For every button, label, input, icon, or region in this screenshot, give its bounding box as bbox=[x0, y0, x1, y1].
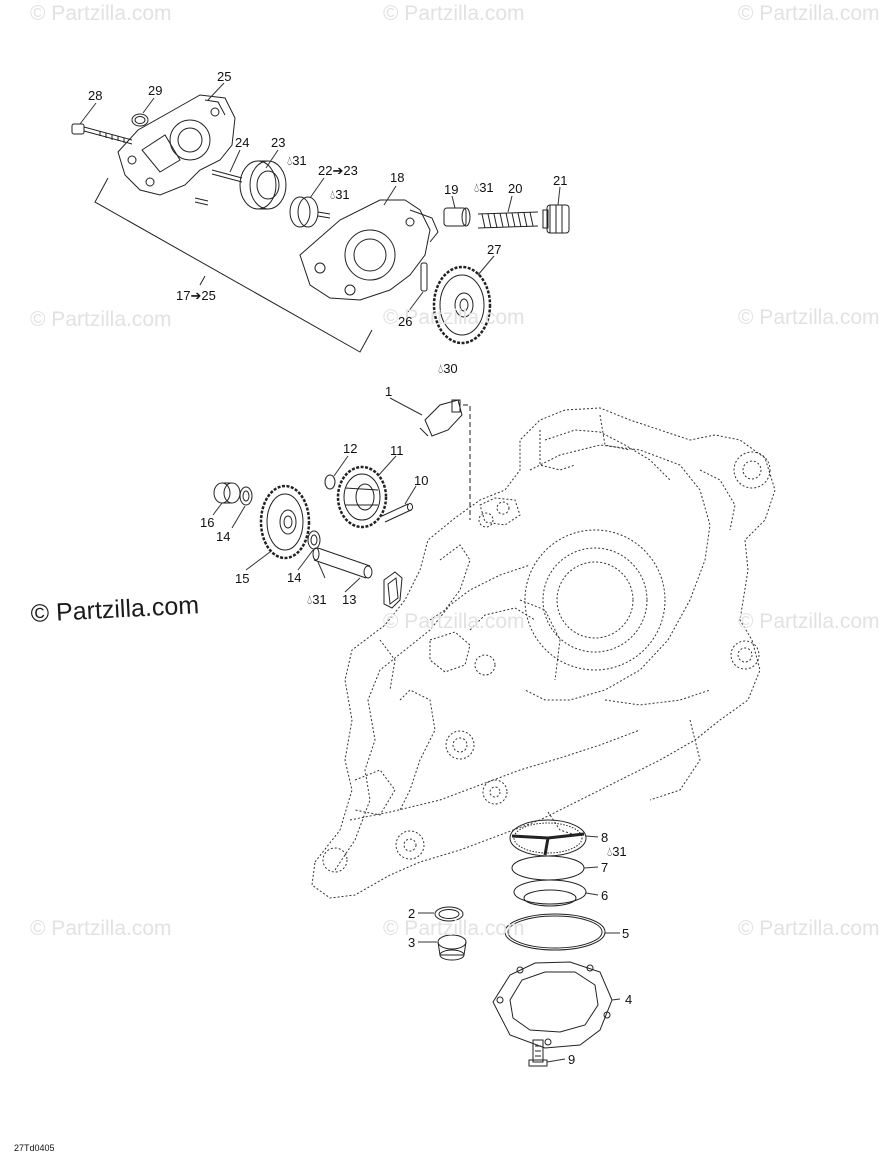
callout-27: 27 bbox=[487, 242, 502, 257]
bolt-9 bbox=[528, 1039, 548, 1067]
callout-17: 17➔25 bbox=[176, 288, 216, 303]
plug-screw-21 bbox=[542, 204, 570, 234]
watermark: © Partzilla.com bbox=[383, 917, 525, 940]
callout-14-b: 14 bbox=[287, 570, 302, 585]
callout-23: 23 bbox=[271, 135, 286, 150]
bushing-16 bbox=[213, 482, 241, 504]
oil-pump-cover-25 bbox=[117, 94, 236, 196]
callout-31-c: 💧︎31 bbox=[474, 180, 494, 195]
callout-19: 19 bbox=[444, 182, 459, 197]
gasket-7 bbox=[511, 855, 585, 881]
shaft-13 bbox=[312, 547, 373, 579]
callout-25: 25 bbox=[217, 69, 232, 84]
callout-24: 24 bbox=[235, 135, 250, 150]
callout-22: 22➔23 bbox=[318, 163, 358, 178]
drain-plug-3 bbox=[437, 934, 467, 961]
callout-31-d: 💧︎31 bbox=[307, 592, 327, 607]
bolt-28 bbox=[71, 123, 133, 145]
gear-11 bbox=[336, 465, 388, 529]
callout-8: 8 bbox=[601, 830, 609, 845]
washer-14a bbox=[239, 486, 253, 506]
oil-drop-icon: 💧︎ bbox=[287, 153, 293, 168]
oring-29 bbox=[131, 113, 149, 127]
callout-3: 3 bbox=[408, 935, 416, 950]
callout-16: 16 bbox=[200, 515, 215, 530]
callout-6: 6 bbox=[601, 888, 609, 903]
callout-21: 21 bbox=[553, 173, 568, 188]
callout-9: 9 bbox=[568, 1052, 576, 1067]
callout-26: 26 bbox=[398, 314, 413, 329]
callout-11: 11 bbox=[390, 443, 404, 458]
plunger-19 bbox=[443, 207, 471, 227]
spring-20 bbox=[477, 211, 539, 229]
oring-5 bbox=[504, 913, 606, 951]
oil-pressure-switch-1 bbox=[419, 399, 463, 437]
outer-rotor-23 bbox=[239, 160, 287, 210]
cup-6 bbox=[513, 879, 587, 907]
seal-ring bbox=[383, 571, 403, 609]
oil-pump-body-18 bbox=[299, 199, 439, 301]
strainer-8 bbox=[509, 819, 587, 857]
shaft-10 bbox=[381, 503, 413, 523]
callout-12: 12 bbox=[343, 441, 358, 456]
callout-2: 2 bbox=[408, 906, 416, 921]
callout-10: 10 bbox=[414, 473, 429, 488]
callout-31-b: 💧︎31 bbox=[330, 187, 350, 202]
drawing-code: 27Td0405 bbox=[14, 1143, 55, 1153]
oil-drop-icon: 💧︎ bbox=[330, 187, 336, 202]
callout-15: 15 bbox=[235, 571, 250, 586]
callout-30: 💧︎30 bbox=[438, 361, 458, 376]
watermark: © Partzilla.com bbox=[383, 306, 525, 329]
circlip-12 bbox=[324, 474, 336, 490]
callout-13: 13 bbox=[342, 592, 357, 607]
oil-drop-icon: 💧︎ bbox=[307, 592, 313, 607]
assembly-bracket bbox=[94, 177, 373, 353]
watermark: © Partzilla.com bbox=[738, 917, 880, 940]
watermark: © Partzilla.com bbox=[738, 306, 880, 329]
callout-5: 5 bbox=[622, 926, 630, 941]
leader-lines bbox=[79, 82, 621, 1063]
crankcase bbox=[311, 407, 776, 899]
watermark: © Partzilla.com bbox=[738, 2, 880, 25]
gear-15 bbox=[259, 484, 311, 560]
callout-28: 28 bbox=[88, 88, 103, 103]
inner-rotor-22 bbox=[289, 196, 331, 228]
callout-1: 1 bbox=[385, 384, 393, 399]
oil-drop-icon: 💧︎ bbox=[607, 844, 613, 859]
watermark: © Partzilla.com bbox=[738, 610, 880, 633]
pin-26 bbox=[420, 262, 428, 292]
callout-20: 20 bbox=[508, 181, 523, 196]
pin-24 bbox=[211, 169, 243, 183]
watermark: © Partzilla.com bbox=[30, 917, 172, 940]
callout-7: 7 bbox=[601, 860, 609, 875]
cover-4 bbox=[492, 961, 613, 1049]
callout-29: 29 bbox=[148, 83, 163, 98]
washer-14b bbox=[307, 530, 321, 550]
gear-27 bbox=[432, 265, 492, 345]
watermark: © Partzilla.com bbox=[30, 308, 172, 331]
callout-31-e: 💧︎31 bbox=[607, 844, 627, 859]
oil-drop-icon: 💧︎ bbox=[474, 180, 480, 195]
callout-4: 4 bbox=[625, 992, 633, 1007]
oil-drop-icon: 💧︎ bbox=[438, 361, 444, 376]
gasket-2 bbox=[434, 906, 464, 922]
watermark: © Partzilla.com bbox=[383, 2, 525, 25]
watermark: © Partzilla.com bbox=[383, 610, 525, 633]
callout-31-a: 💧︎31 bbox=[287, 153, 307, 168]
callout-14-a: 14 bbox=[216, 529, 231, 544]
callout-18: 18 bbox=[390, 170, 405, 185]
watermark: © Partzilla.com bbox=[30, 2, 172, 25]
